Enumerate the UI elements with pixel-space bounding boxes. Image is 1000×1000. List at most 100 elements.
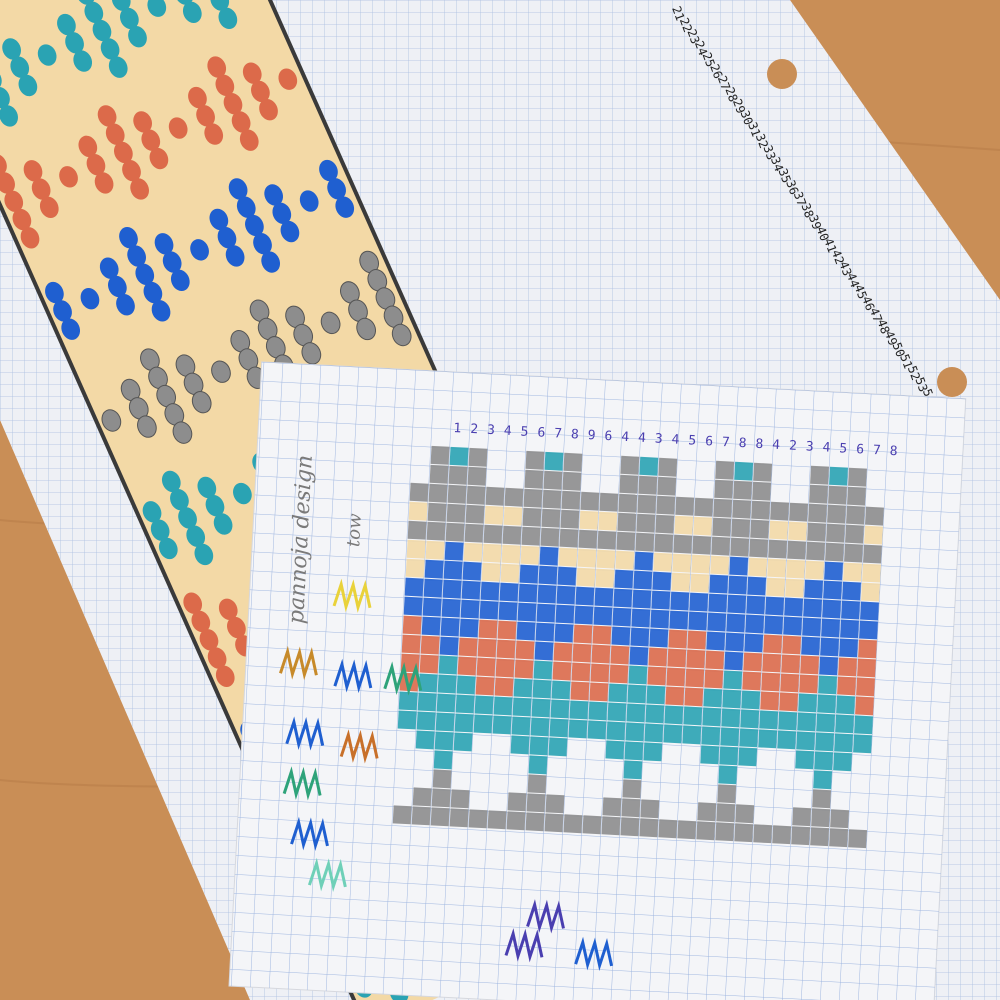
chart-cell	[577, 548, 597, 568]
chart-cell	[426, 521, 446, 541]
chart-cell	[835, 714, 855, 734]
chart-cell	[666, 667, 686, 687]
stitch-mark	[97, 105, 117, 127]
stitch-mark	[135, 263, 155, 285]
chart-cell	[816, 713, 836, 733]
stitch-mark	[217, 226, 237, 249]
chart-cell	[805, 560, 825, 580]
stitch-mark	[137, 415, 157, 438]
chart-cell	[634, 551, 654, 571]
chart-cell	[587, 720, 607, 740]
chart-cell	[616, 531, 636, 551]
chart-cell	[528, 755, 548, 775]
column-number: 4	[638, 431, 647, 446]
chart-cell	[611, 626, 631, 646]
chart-cell	[766, 577, 786, 597]
chart-cell	[622, 779, 642, 799]
chart-cell	[417, 692, 437, 712]
chart-cell	[548, 737, 568, 757]
chart-cell	[555, 604, 575, 624]
chart-cell	[530, 717, 550, 737]
chart-cell	[685, 668, 705, 688]
chart-cell	[783, 616, 803, 636]
chart-cell	[427, 502, 447, 522]
chart-cell	[853, 734, 873, 754]
chart-cell	[575, 586, 595, 606]
chart-cell	[823, 580, 843, 600]
chart-cell	[670, 591, 690, 611]
chart-cell	[598, 511, 618, 531]
stitch-mark	[114, 141, 133, 164]
chart-cell	[553, 642, 573, 662]
chart-cell	[810, 465, 830, 485]
column-number: 8	[889, 444, 898, 459]
stitch-mark	[188, 86, 207, 109]
chart-cell	[825, 542, 844, 562]
chart-cell	[522, 507, 542, 527]
chart-cell	[797, 712, 817, 732]
chart-cell	[605, 740, 625, 760]
column-number: 6	[856, 442, 865, 457]
chart-cell	[630, 627, 650, 647]
chart-cell	[645, 704, 665, 724]
chart-cell	[482, 543, 502, 563]
chart-cell	[843, 562, 862, 582]
row-number: 53	[912, 375, 930, 393]
chart-cell	[746, 595, 766, 615]
chart-cell	[456, 675, 476, 695]
chart-cell	[713, 498, 733, 518]
chart-cell	[818, 675, 838, 695]
chart-cell	[658, 457, 678, 477]
chart-cell	[425, 540, 445, 560]
chart-cell	[682, 725, 702, 745]
chart-cell	[655, 514, 675, 534]
chart-cell	[677, 820, 697, 840]
chart-cell	[466, 485, 486, 505]
chart-cell	[428, 483, 448, 503]
row-number: 49	[882, 329, 900, 347]
row-number: 36	[783, 178, 801, 196]
chart-cell	[574, 605, 594, 625]
chart-cell	[712, 517, 732, 537]
chart-cell	[726, 613, 746, 633]
chart-cell	[411, 806, 431, 826]
chart-cell	[474, 695, 494, 715]
chart-cell	[734, 461, 754, 481]
chart-cell	[487, 810, 507, 830]
column-number: 6	[705, 434, 714, 449]
stitch-mark	[37, 44, 57, 66]
row-number: 52	[905, 364, 923, 382]
chart-cell	[857, 658, 876, 678]
chart-cell	[483, 524, 503, 544]
chart-cell	[448, 465, 468, 485]
stitch-mark	[211, 360, 231, 383]
stitch-mark	[391, 323, 412, 347]
chart-cell	[606, 721, 626, 741]
chart-cell	[647, 666, 667, 686]
stitch-mark	[280, 220, 300, 243]
stitch-mark	[213, 513, 233, 535]
stitch-mark	[191, 610, 211, 633]
chart-cell	[812, 789, 832, 809]
chart-cell	[593, 606, 613, 626]
column-number: 6	[537, 425, 546, 440]
row-number: 29	[730, 97, 748, 115]
chart-cell	[671, 572, 691, 592]
column-number: 7	[554, 426, 563, 441]
chart-cell	[657, 476, 677, 496]
chart-cell	[772, 825, 792, 845]
chart-cell	[841, 600, 860, 620]
chart-cell	[492, 715, 512, 735]
chart-cell	[643, 742, 663, 762]
chart-cell	[710, 555, 730, 575]
chart-cell	[728, 575, 748, 595]
chart-cell	[551, 680, 571, 700]
chart-cell	[704, 669, 724, 689]
chart-cell	[769, 520, 789, 540]
stitch-mark	[0, 105, 18, 127]
stitch-mark	[172, 421, 193, 444]
chart-cell	[778, 711, 798, 731]
chart-cell	[536, 603, 556, 623]
chart-cell	[514, 659, 534, 679]
chart-cell	[539, 546, 559, 566]
